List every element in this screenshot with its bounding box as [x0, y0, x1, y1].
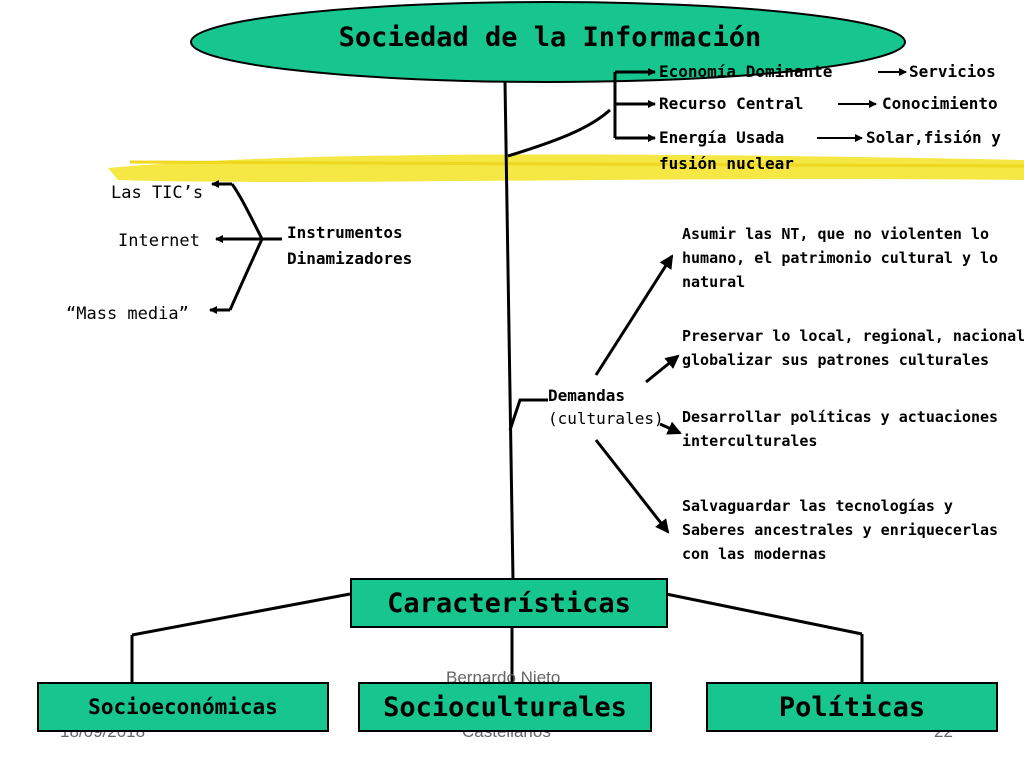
instrumentos-label-line2: Dinamizadores [287, 249, 413, 268]
demanda-line: con las modernas [682, 545, 827, 563]
demanda-line: Salvaguardar las tecnologías y [682, 497, 953, 515]
title-ellipse [190, 1, 906, 83]
recurso-value: Conocimiento [882, 94, 998, 113]
demanda-item: Desarrollar políticas y actuaciones inte… [682, 405, 998, 453]
demandas-sublabel: (culturales) [548, 409, 664, 428]
demanda-line: Asumir las NT, que no violenten lo [682, 225, 990, 243]
energia-continuation: fusión nuclear [659, 154, 794, 173]
category-box-socioeconomicas: Socioeconómicas [37, 682, 329, 732]
energia-label: Energía Usada [659, 128, 785, 147]
recurso-label: Recurso Central [659, 94, 804, 113]
category-box-socioculturales: Socioculturales [358, 682, 652, 732]
instrumentos-label-line1: Instrumentos [287, 223, 403, 242]
demanda-line: interculturales [682, 432, 818, 450]
diagram-title: Sociedad de la Información [338, 22, 762, 53]
caracteristicas-box: Características [350, 578, 668, 628]
demanda-item: Preservar lo local, regional, nacional g… [682, 324, 1024, 372]
demanda-item: Salvaguardar las tecnologías y Saberes a… [682, 494, 998, 566]
demanda-line: Preservar lo local, regional, nacional [682, 327, 1024, 345]
demandas-label: Demandas [548, 386, 626, 405]
category-box-politicas: Políticas [706, 682, 998, 732]
instrument-item-internet: Internet [118, 231, 200, 251]
instrument-item-mass-media: “Mass media” [66, 304, 189, 324]
demanda-line: natural [682, 273, 746, 291]
economia-value: Servicios [909, 62, 996, 81]
demanda-item: Asumir las NT, que no violenten lo human… [682, 222, 998, 294]
caracteristicas-label: Características [387, 587, 631, 619]
category-label: Socioculturales [383, 691, 627, 723]
instrument-item-tics: Las TIC’s [111, 183, 204, 203]
demanda-line: Desarrollar políticas y actuaciones [682, 408, 999, 426]
demanda-line: globalizar sus patrones culturales [682, 351, 990, 369]
demanda-line: humano, el patrimonio cultural y lo [682, 249, 999, 267]
category-label: Políticas [778, 691, 926, 723]
demanda-line: Saberes ancestrales y enriquecerlas [682, 521, 999, 539]
economia-label: Economía Dominante [659, 62, 833, 81]
highlight-stroke [108, 154, 1024, 182]
category-label: Socioeconómicas [88, 695, 278, 719]
energia-value: Solar,fisión y [866, 128, 1001, 147]
